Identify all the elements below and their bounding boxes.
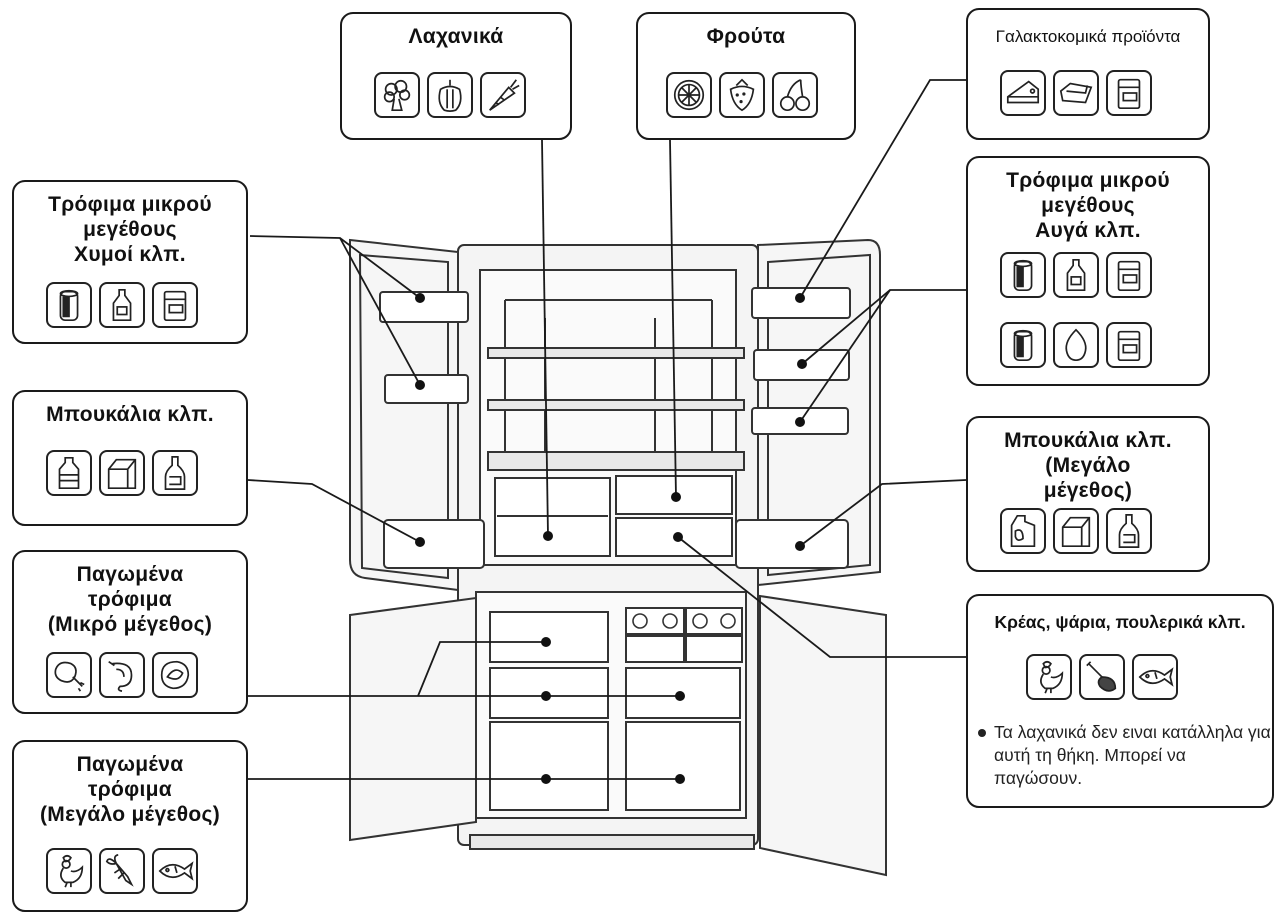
leader-dots bbox=[415, 293, 807, 784]
shelf-middle bbox=[487, 399, 745, 411]
meat-leg-icon bbox=[1079, 654, 1125, 700]
water-bottle-icon bbox=[46, 450, 92, 496]
door-bin-right-1 bbox=[751, 287, 851, 319]
leader-dairy bbox=[799, 79, 968, 299]
leader-fruit bbox=[669, 139, 677, 498]
label-meat: Κρέας, ψάρια, πουλερικά κλπ. Τα λαχανικά… bbox=[966, 594, 1274, 808]
citrus-icon bbox=[666, 72, 712, 118]
wine-bottle-icon bbox=[152, 450, 198, 496]
container-icon bbox=[152, 282, 198, 328]
shrimp-icon bbox=[99, 652, 145, 698]
leader-lines bbox=[247, 79, 968, 780]
can-icon bbox=[1000, 322, 1046, 368]
wine-bottle-icon bbox=[1106, 508, 1152, 554]
leader-frozen-small-extra bbox=[417, 641, 546, 697]
door-bin-left-3 bbox=[383, 519, 485, 569]
label-bottles-large-text: Μπουκάλια κλπ. (Μεγάλο μέγεθος) bbox=[1004, 429, 1172, 502]
cheese-icon bbox=[1000, 70, 1046, 116]
chicken-leg-icon bbox=[46, 652, 92, 698]
container-icon bbox=[1106, 252, 1152, 298]
label-frozen-large-text: Παγωμένα τρόφιμα (Μεγάλο μέγεθος) bbox=[40, 753, 220, 826]
label-dairy-text: Γαλακτοκομικά προϊόντα bbox=[995, 27, 1181, 46]
strawberry-icon bbox=[719, 72, 765, 118]
milk-carton-icon bbox=[99, 450, 145, 496]
leader-bottles bbox=[247, 479, 421, 543]
label-frozen-large: Παγωμένα τρόφιμα (Μεγάλο μέγεθος) bbox=[12, 740, 248, 912]
label-bottles-text: Μπουκάλια κλπ. bbox=[46, 403, 214, 426]
freezer-drawer-bottom-left bbox=[489, 721, 609, 811]
leader-meat bbox=[677, 536, 966, 658]
shelf-bottom bbox=[487, 451, 745, 471]
lobster-icon bbox=[99, 848, 145, 894]
label-vegetables-text: Λαχανικά bbox=[408, 25, 504, 48]
fish-icon bbox=[1132, 654, 1178, 700]
door-bin-right-4 bbox=[735, 519, 849, 569]
can-icon bbox=[1000, 252, 1046, 298]
label-bottles-large: Μπουκάλια κλπ. (Μεγάλο μέγεθος) bbox=[966, 416, 1210, 572]
fish-icon bbox=[152, 848, 198, 894]
egg-icon bbox=[1053, 322, 1099, 368]
label-small-left: Τρόφιμα μικρού μεγέθους Χυμοί κλπ. bbox=[12, 180, 248, 344]
label-fruit: Φρούτα bbox=[636, 12, 856, 140]
butter-icon bbox=[1053, 70, 1099, 116]
label-small-left-text: Τρόφιμα μικρού μεγέθους Χυμοί κλπ. bbox=[48, 193, 212, 266]
freezer-drawer-bottom-right bbox=[625, 721, 741, 811]
shelf-top bbox=[487, 347, 745, 359]
door-bin-left-1 bbox=[379, 291, 469, 323]
container-icon bbox=[1106, 70, 1152, 116]
label-bottles: Μπουκάλια κλπ. bbox=[12, 390, 248, 526]
container-icon bbox=[1106, 322, 1152, 368]
label-frozen-small-text: Παγωμένα τρόφιμα (Μικρό μέγεθος) bbox=[47, 563, 213, 636]
milk-carton-icon bbox=[1053, 508, 1099, 554]
leader-small-left-2 bbox=[339, 237, 421, 386]
door-bin-left-2 bbox=[384, 374, 469, 404]
can-icon bbox=[46, 282, 92, 328]
leader-vegetables bbox=[541, 139, 549, 537]
jug-icon bbox=[1000, 508, 1046, 554]
fish-steak-icon bbox=[152, 652, 198, 698]
note-bullet bbox=[978, 729, 986, 737]
meat-drawer-note: Τα λαχανικά δεν ειναι κατάλληλα για αυτή… bbox=[978, 721, 1278, 790]
label-meat-text: Κρέας, ψάρια, πουλερικά κλπ. bbox=[994, 612, 1246, 632]
label-fruit-text: Φρούτα bbox=[706, 25, 786, 48]
note-text: Τα λαχανικά δεν ειναι κατάλληλα για αυτή… bbox=[994, 722, 1271, 788]
left-freezer-door bbox=[349, 596, 477, 842]
broccoli-icon bbox=[374, 72, 420, 118]
sauce-bottle-icon bbox=[99, 282, 145, 328]
rooster-icon bbox=[1026, 654, 1072, 700]
label-small-right: Τρόφιμα μικρού μεγέθους Αυγά κλπ. bbox=[966, 156, 1210, 386]
leader-bottles-large bbox=[799, 479, 967, 547]
cherry-icon bbox=[772, 72, 818, 118]
label-vegetables: Λαχανικά bbox=[340, 12, 572, 140]
pepper-icon bbox=[427, 72, 473, 118]
rooster-icon bbox=[46, 848, 92, 894]
leader-small-right-2 bbox=[799, 289, 891, 423]
freezer-drawer-top-left bbox=[489, 611, 609, 663]
sauce-bottle-icon bbox=[1053, 252, 1099, 298]
label-small-right-text: Τρόφιμα μικρού μεγέθους Αυγά κλπ. bbox=[1006, 169, 1170, 242]
carrot-icon bbox=[480, 72, 526, 118]
label-frozen-small: Παγωμένα τρόφιμα (Μικρό μέγεθος) bbox=[12, 550, 248, 714]
left-door bbox=[349, 238, 459, 592]
right-freezer-door bbox=[759, 594, 887, 877]
label-dairy: Γαλακτοκομικά προϊόντα bbox=[966, 8, 1210, 140]
